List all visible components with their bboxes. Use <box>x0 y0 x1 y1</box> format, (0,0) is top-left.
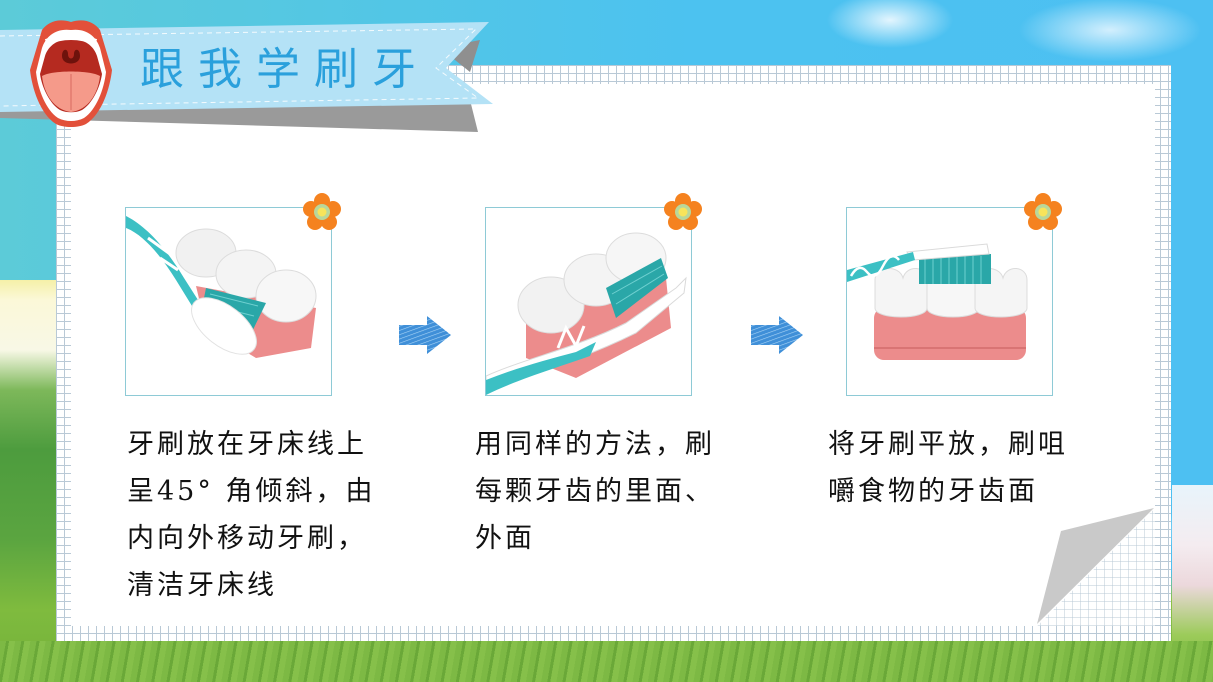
step-3-line-2: 嚼食物的牙齿面 <box>828 476 1038 507</box>
flower-icon <box>303 193 341 230</box>
step-1-line-3: 内向外移动牙刷， <box>127 523 367 554</box>
arrow-right-icon[interactable] <box>749 314 805 356</box>
background-grass-bottom <box>0 641 1213 682</box>
background-trees-left <box>0 280 60 682</box>
toothbrush-45-degree-gumline-image <box>126 216 317 358</box>
step-1-line-2: 呈45° 角倾斜，由 <box>127 476 376 507</box>
open-mouth-icon <box>30 20 112 128</box>
step-3-image <box>846 207 1053 396</box>
step-2-line-2: 每颗牙齿的里面、 <box>475 476 715 507</box>
step-2-line-3: 外面 <box>475 523 535 554</box>
page-title: 跟我学刷牙 <box>140 44 430 95</box>
flower-icon <box>664 193 702 230</box>
step-1-image <box>125 207 332 396</box>
step-2-image <box>485 207 692 396</box>
step-2-line-1: 用同样的方法，刷 <box>475 429 715 460</box>
flower-icon <box>1024 193 1062 230</box>
step-1-line-4: 清洁牙床线 <box>127 570 277 601</box>
step-1-line-1: 牙刷放在牙床线上 <box>127 429 367 460</box>
step-2-description: 用同样的方法，刷 每颗牙齿的里面、 外面 <box>475 421 715 562</box>
title-ribbon <box>0 22 493 132</box>
step-1-description: 牙刷放在牙床线上 呈45° 角倾斜，由 内向外移动牙刷， 清洁牙床线 <box>127 421 375 609</box>
step-3-description: 将牙刷平放，刷咀 嚼食物的牙齿面 <box>828 421 1068 515</box>
step-3-line-1: 将牙刷平放，刷咀 <box>828 429 1068 460</box>
toothbrush-chewing-surface-image <box>847 243 1028 360</box>
toothbrush-inner-outer-surface-image <box>486 232 687 395</box>
arrow-right-icon[interactable] <box>397 314 453 356</box>
